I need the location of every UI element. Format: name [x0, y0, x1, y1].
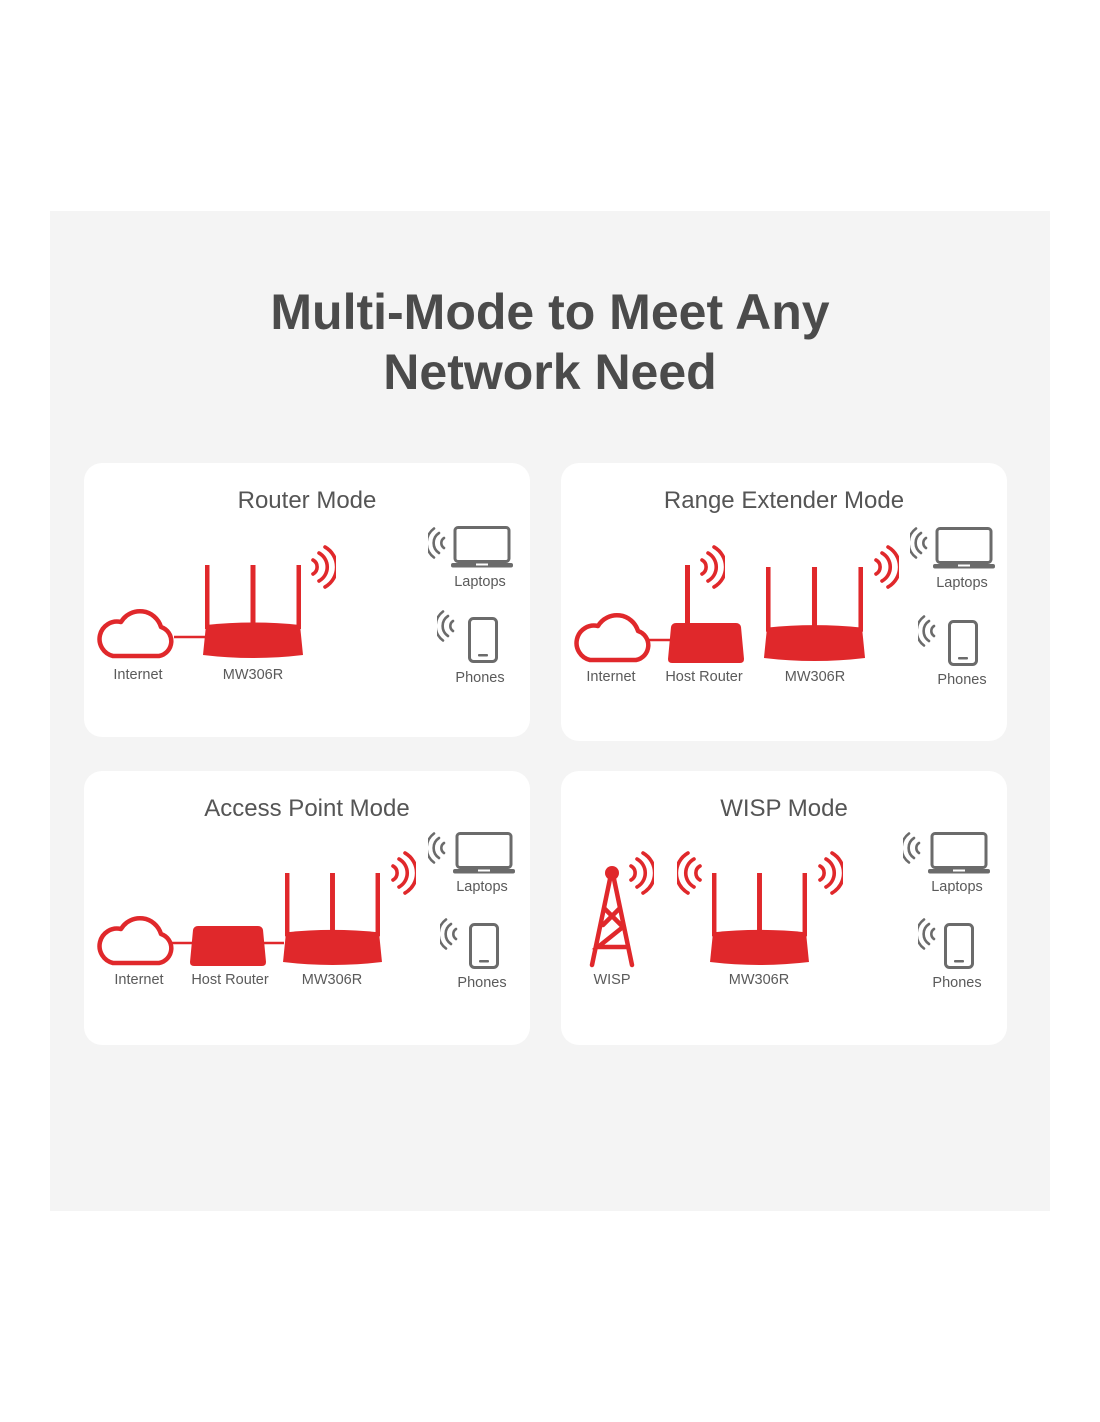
wisp-tower-icon — [592, 866, 632, 965]
label-laptops: Laptops — [456, 879, 508, 895]
label-phones: Phones — [455, 670, 504, 686]
label-device: MW306R — [302, 972, 362, 988]
label-laptops: Laptops — [936, 575, 988, 591]
label-host-router: Host Router — [191, 972, 269, 988]
label-internet: Internet — [113, 667, 162, 683]
wifi-waves-icon — [391, 851, 416, 895]
card-wisp-mode: WISP Mode WISP MW306R Laptops Phones — [561, 771, 1007, 1045]
host-router-icon — [190, 926, 266, 966]
laptop-icon — [451, 526, 513, 568]
phone-icon — [944, 923, 974, 969]
laptop-signal-icon — [428, 527, 446, 559]
laptop-icon — [453, 832, 515, 874]
card-title: Range Extender Mode — [664, 487, 904, 514]
wifi-waves-icon — [677, 851, 702, 895]
phone-signal-icon — [918, 615, 936, 647]
internet-cloud-icon — [577, 615, 649, 660]
label-phones: Phones — [457, 975, 506, 991]
card-title: WISP Mode — [720, 795, 848, 822]
laptop-icon — [928, 832, 990, 874]
label-laptops: Laptops — [454, 574, 506, 590]
router-icon — [203, 565, 303, 658]
page-title: Multi-Mode to Meet Any Network Need — [50, 282, 1050, 402]
internet-cloud-icon — [100, 611, 172, 656]
label-laptops: Laptops — [931, 879, 983, 895]
card-title: Access Point Mode — [204, 795, 409, 822]
card-router-mode: Router Mode Internet MW306R Laptops Phon… — [84, 463, 530, 737]
title-line-1: Multi-Mode to Meet Any — [270, 284, 830, 340]
laptop-signal-icon — [910, 527, 928, 559]
router-icon — [283, 873, 382, 966]
phone-signal-icon — [437, 610, 455, 642]
host-router-icon — [668, 623, 744, 663]
wifi-waves-icon — [700, 545, 725, 589]
router-icon — [763, 567, 866, 661]
phone-icon — [469, 923, 499, 969]
label-host-router: Host Router — [665, 669, 743, 685]
label-phones: Phones — [937, 672, 986, 688]
title-line-2: Network Need — [383, 344, 717, 400]
wifi-waves-icon — [818, 851, 843, 895]
phone-signal-icon — [440, 918, 458, 950]
router-icon — [710, 873, 809, 966]
label-internet: Internet — [586, 669, 635, 685]
wifi-waves-icon — [311, 545, 336, 589]
phone-signal-icon — [918, 918, 936, 950]
host-antenna — [685, 565, 690, 627]
phone-icon — [468, 617, 498, 663]
card-access-point-mode: Access Point Mode Internet Host Router M… — [84, 771, 530, 1045]
label-device: MW306R — [785, 669, 845, 685]
label-phones: Phones — [932, 975, 981, 991]
label-wisp: WISP — [593, 972, 630, 988]
label-device: MW306R — [223, 667, 283, 683]
phone-icon — [948, 620, 978, 666]
internet-cloud-icon — [100, 918, 172, 963]
laptop-signal-icon — [428, 832, 446, 864]
card-title: Router Mode — [238, 487, 377, 514]
laptop-icon — [933, 527, 995, 569]
wifi-waves-icon — [629, 851, 654, 895]
label-internet: Internet — [114, 972, 163, 988]
wifi-waves-icon — [874, 545, 899, 589]
label-device: MW306R — [729, 972, 789, 988]
laptop-signal-icon — [903, 832, 921, 864]
card-range-extender-mode: Range Extender Mode Internet Host Router… — [561, 463, 1007, 741]
